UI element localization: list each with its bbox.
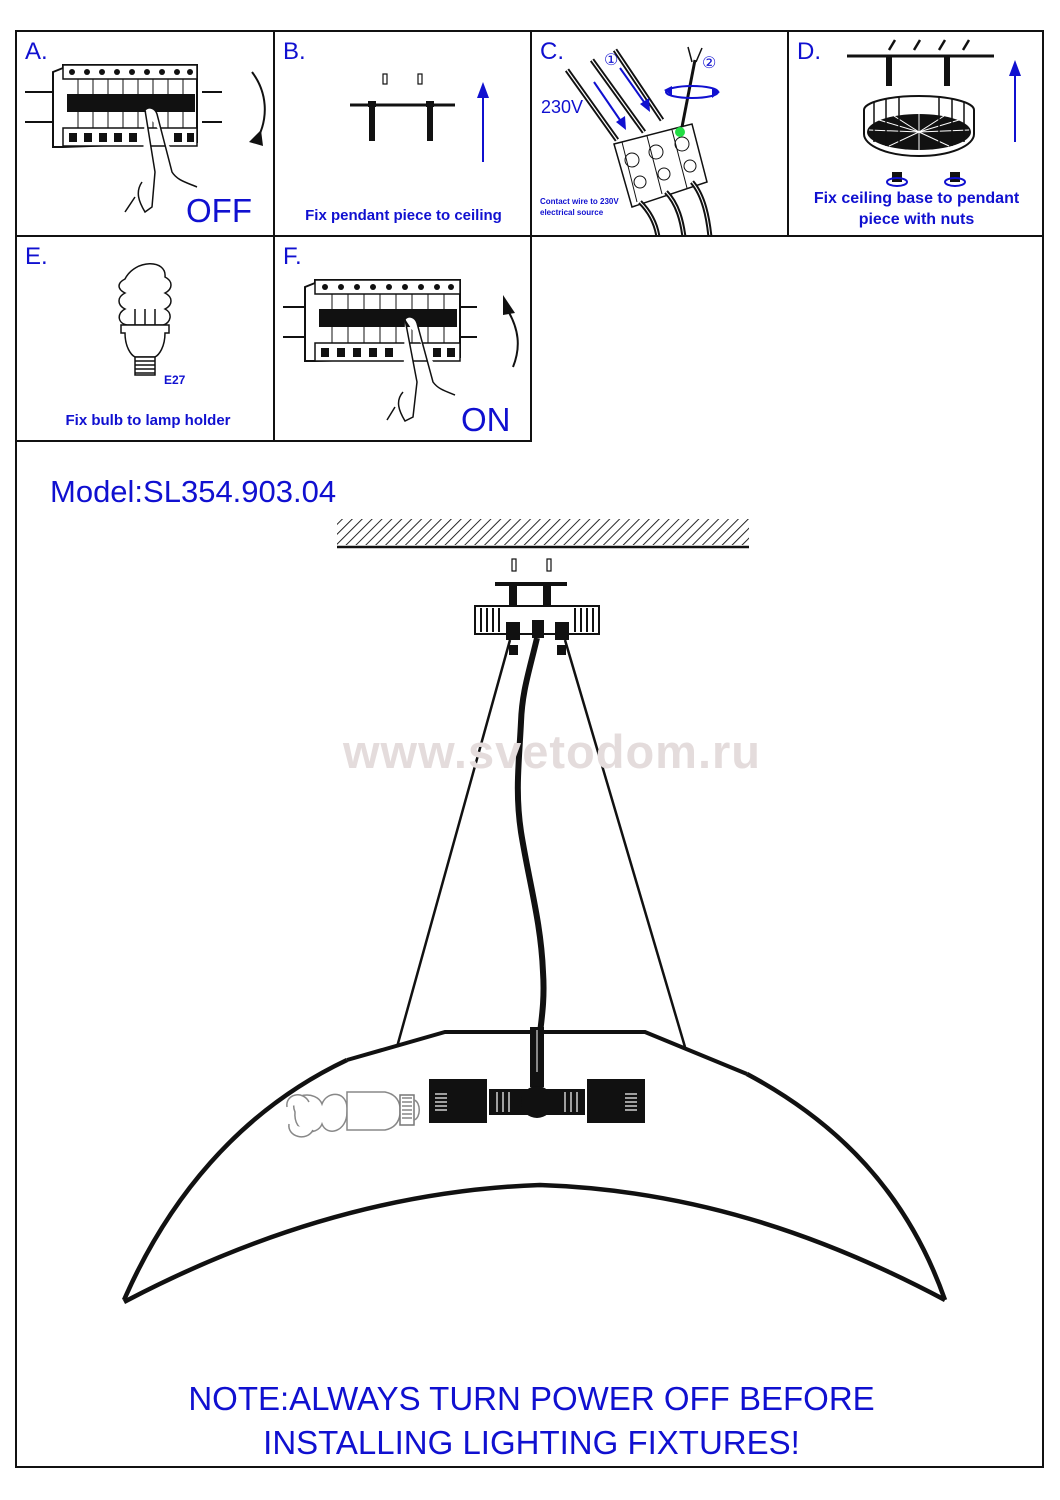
step-c-caption-line1: Contact wire to 230V — [540, 197, 619, 206]
step-c-letter: C. — [540, 38, 564, 65]
wire-terminal-icon — [564, 46, 720, 235]
step-a-panel: A. — [17, 32, 275, 237]
step-d-letter: D. — [797, 38, 821, 65]
pendant-bracket-icon — [350, 73, 489, 162]
step-f-letter: F. — [283, 243, 302, 270]
step-c-caption-line2: electrical source — [540, 208, 604, 217]
step-d-panel: D. — [789, 32, 1044, 237]
circuit-breaker-off-icon — [25, 64, 266, 214]
ceiling-base-icon — [847, 39, 1021, 187]
step-d-caption-line2: piece with nuts — [858, 211, 975, 228]
bulb-type-label: E27 — [164, 373, 186, 387]
model-label: Model:SL354.903.04 — [50, 474, 337, 509]
step-a-letter: A. — [25, 38, 48, 65]
pendant-fixture-diagram — [121, 519, 948, 1304]
step-b-caption: Fix pendant piece to ceiling — [305, 207, 502, 224]
instruction-sheet: A. — [15, 30, 1044, 1468]
on-label: ON — [461, 401, 511, 438]
warning-note-line1: NOTE:ALWAYS TURN POWER OFF BEFORE — [188, 1380, 875, 1417]
step-b-letter: B. — [283, 38, 306, 65]
step-e-letter: E. — [25, 243, 48, 270]
step-f-panel: F. — [275, 237, 532, 442]
watermark-text: www.svetodom.ru — [342, 725, 762, 778]
circuit-breaker-on-icon — [283, 279, 519, 422]
step-c-panel: C. — [532, 32, 789, 237]
voltage-label: 230V — [541, 97, 584, 117]
step-marker-2: ② — [702, 55, 717, 72]
step-d-caption-line1: Fix ceiling base to pendant — [813, 190, 1020, 207]
step-b-panel: B. Fix pendant piece to ceiling — [275, 32, 532, 237]
off-label: OFF — [186, 192, 252, 229]
cfl-bulb-icon — [118, 263, 172, 376]
step-e-panel: E. E27 Fix bulb to lamp holder — [17, 237, 275, 442]
step-e-caption: Fix bulb to lamp holder — [65, 412, 231, 429]
step-marker-1: ① — [604, 52, 619, 69]
warning-note-line2: INSTALLING LIGHTING FIXTURES! — [263, 1424, 800, 1461]
